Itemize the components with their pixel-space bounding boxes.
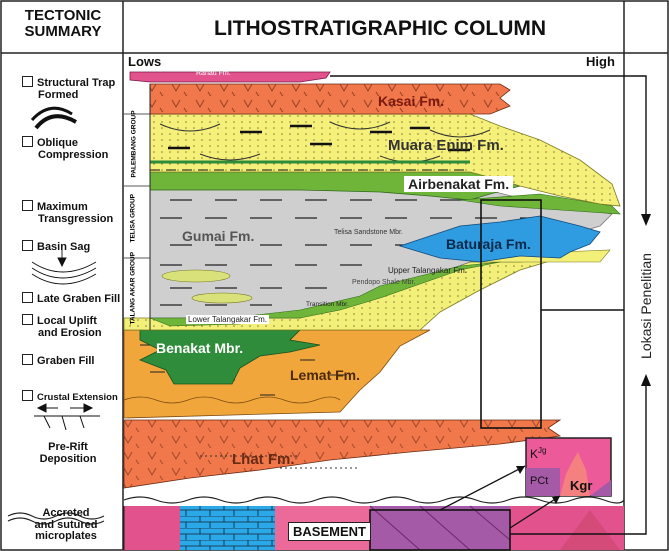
formation-muara-enim: Muara Enim Fm. <box>388 137 504 154</box>
formation-kasai: Kasai Fm. <box>378 93 444 109</box>
group-talang-akar: TALANG AKAR GROUP <box>130 259 137 325</box>
tectonic-title-line1: TECTONIC <box>18 8 108 24</box>
event-pre-rift: Pre-Rift Deposition <box>38 442 98 465</box>
event-checkbox <box>22 200 33 211</box>
side-label-lokasi-penelitian: Lokasi Penelitian <box>638 246 654 366</box>
formation-pendopo-shale: Pendopo Shale Mbr. <box>352 279 415 286</box>
event-checkbox <box>22 76 33 87</box>
group-telisa: TELISA GROUP <box>130 197 137 243</box>
formation-lhat: Lhat Fm. <box>232 451 295 468</box>
event-accreted: Accreted and sutured microplates <box>26 508 106 543</box>
event-crustal-extension: Crustal Extension <box>22 390 118 403</box>
formation-ranau: Ranau Fm. <box>196 70 231 77</box>
inset-kgr: Kgr <box>570 478 592 493</box>
inset-kjg: KJg <box>530 446 546 461</box>
event-late-graben-fill: Late Graben Fill <box>22 292 120 306</box>
event-maximum-transgression: Maximum Transgression <box>22 200 113 225</box>
scale-low-label: Lows <box>128 55 161 69</box>
event-local-uplift: Local Uplift and Erosion <box>22 314 102 339</box>
event-structural-trap: Structural Trap Formed <box>22 76 115 101</box>
scale-high-label: High <box>586 55 615 69</box>
tectonic-title-line2: SUMMARY <box>18 24 108 40</box>
tectonic-summary-title: TECTONIC SUMMARY <box>18 8 108 40</box>
formation-lower-talangakar: Lower Talangakar Fm. <box>186 315 269 324</box>
event-checkbox <box>22 136 33 147</box>
formation-transition: Transition Mbr. <box>306 301 349 308</box>
inset-pct: PCt <box>530 475 548 487</box>
formation-baturaja: Baturaja Fm. <box>446 236 531 252</box>
event-checkbox <box>22 354 33 365</box>
formation-telisa-sandstone: Telisa Sandstone Mbr. <box>334 229 403 236</box>
event-checkbox <box>22 240 33 251</box>
formation-benakat: Benakat Mbr. <box>156 340 243 356</box>
formation-gumai: Gumai Fm. <box>182 228 254 244</box>
event-graben-fill: Graben Fill <box>22 354 94 368</box>
event-checkbox <box>22 314 33 325</box>
formation-airbenakat: Airbenakat Fm. <box>404 176 513 192</box>
group-palembang: PALEMBANG GROUP <box>131 118 138 178</box>
formation-upper-talangakar: Upper Talangakar Fm. <box>388 266 467 275</box>
page-title: LITHOSTRATIGRAPHIC COLUMN <box>214 18 546 40</box>
event-checkbox <box>22 390 33 401</box>
event-checkbox <box>22 292 33 303</box>
basement-layer <box>124 506 624 550</box>
formation-basement: BASEMENT <box>288 522 371 541</box>
formation-lemat: Lemat Fm. <box>290 367 360 383</box>
event-oblique-compression: Oblique Compression <box>22 136 108 161</box>
event-basin-sag: Basin Sag <box>22 240 90 254</box>
